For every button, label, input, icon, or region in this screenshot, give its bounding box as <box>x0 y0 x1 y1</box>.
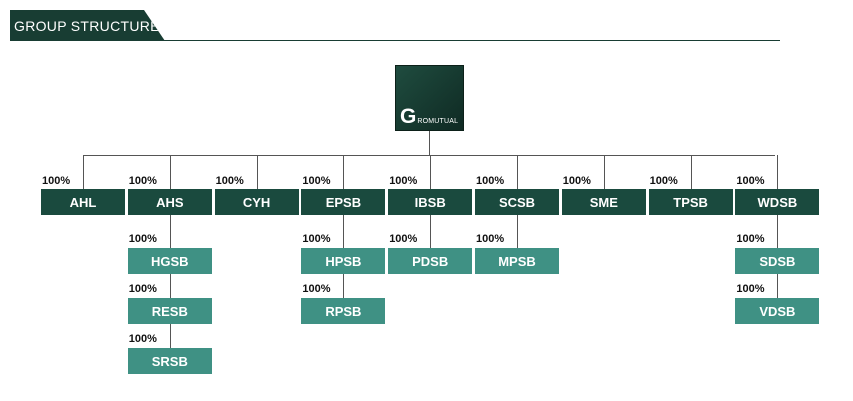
ownership-mpsb: 100% <box>476 233 505 245</box>
ownership-vdsb: 100% <box>736 283 765 295</box>
subsidiary-mpsb: MPSB <box>475 248 559 274</box>
subsidiary-resb: RESB <box>127 298 212 324</box>
connector-ibsb-children <box>430 215 431 248</box>
ownership-rpsb: 100% <box>302 283 331 295</box>
connector-wdsb <box>777 155 778 189</box>
ownership-sme: 100% <box>562 175 591 187</box>
connector-ahs <box>170 155 171 189</box>
connector-cyh <box>257 155 258 189</box>
connector-ibsb <box>430 155 431 189</box>
connector-epsb <box>343 155 344 189</box>
section-header: GROUP STRUCTURE <box>10 10 165 41</box>
root-connector <box>429 131 430 155</box>
ownership-ibsb: 100% <box>389 175 418 187</box>
ownership-scsb: 100% <box>476 175 505 187</box>
connector-scsb <box>517 155 518 189</box>
subsidiary-vdsb: VDSB <box>735 298 820 324</box>
ownership-wdsb: 100% <box>736 175 765 187</box>
subsidiary-sdsb: SDSB <box>735 248 820 274</box>
ownership-cyh: 100% <box>215 175 244 187</box>
subsidiary-ahl: AHL <box>41 189 125 215</box>
ownership-sdsb: 100% <box>736 233 765 245</box>
ownership-epsb: 100% <box>302 175 331 187</box>
ownership-pdsb: 100% <box>389 233 418 245</box>
subsidiary-ahs: AHS <box>127 189 212 215</box>
subsidiary-cyh: CYH <box>214 189 299 215</box>
ownership-hpsb: 100% <box>302 233 331 245</box>
subsidiary-epsb: EPSB <box>301 189 386 215</box>
level1-bus <box>83 155 775 156</box>
ownership-resb: 100% <box>128 283 157 295</box>
ownership-ahs: 100% <box>128 175 157 187</box>
ownership-ahl: 100% <box>42 175 71 187</box>
subsidiary-hpsb: HPSB <box>301 248 386 274</box>
subsidiary-scsb: SCSB <box>475 189 559 215</box>
subsidiary-wdsb: WDSB <box>735 189 820 215</box>
connector-ahs-children <box>170 215 171 348</box>
subsidiary-ibsb: IBSB <box>388 189 473 215</box>
subsidiary-rpsb: RPSB <box>301 298 386 324</box>
connector-sme <box>604 155 605 189</box>
logo-initial: G <box>400 105 417 128</box>
ownership-hgsb: 100% <box>128 233 157 245</box>
ownership-srsb: 100% <box>128 333 157 345</box>
section-title: GROUP STRUCTURE <box>14 17 160 34</box>
subsidiary-pdsb: PDSB <box>388 248 473 274</box>
connector-ahl <box>83 155 84 189</box>
logo-text: ROMUTUAL <box>417 118 459 125</box>
company-logo: G ROMUTUAL <box>400 105 459 128</box>
ownership-tpsb: 100% <box>649 175 678 187</box>
parent-company: G ROMUTUAL <box>395 65 464 131</box>
subsidiary-hgsb: HGSB <box>127 248 212 274</box>
connector-tpsb <box>691 155 692 189</box>
subsidiary-srsb: SRSB <box>127 348 212 374</box>
header-divider <box>10 40 780 41</box>
subsidiary-sme: SME <box>561 189 646 215</box>
subsidiary-tpsb: TPSB <box>648 189 733 215</box>
connector-scsb-children <box>517 215 518 248</box>
